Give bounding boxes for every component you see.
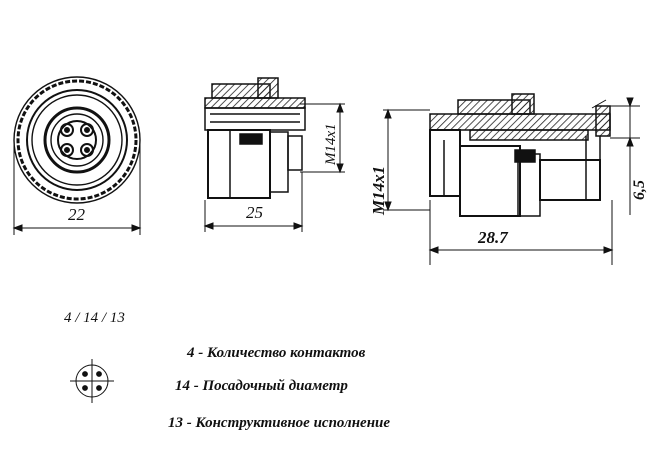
legend-text: Посадочный диаметр bbox=[202, 378, 348, 394]
contact-layout-icon bbox=[70, 359, 114, 403]
front-view bbox=[12, 76, 142, 235]
side-thread-dimension bbox=[300, 102, 345, 174]
legend-item-design: 13 - Конструктивное исполнение bbox=[168, 415, 390, 432]
section-offset-dimension bbox=[591, 97, 640, 215]
side-thread-label: M14x1 bbox=[323, 123, 339, 166]
front-contacts bbox=[60, 123, 94, 157]
section-view bbox=[383, 93, 640, 265]
legend-number: 13 - bbox=[168, 415, 192, 431]
legend-item-contacts: 4 - Количество контактов bbox=[187, 345, 365, 362]
front-dimension bbox=[12, 140, 142, 235]
side-view bbox=[203, 77, 345, 232]
section-offset-label: 6,5 bbox=[631, 180, 648, 200]
legend-text: Конструктивное исполнение bbox=[195, 415, 391, 431]
legend-text: - Количество контактов bbox=[198, 345, 366, 361]
section-thread-label: M14x1 bbox=[369, 166, 388, 216]
front-diameter-label: 22 bbox=[68, 205, 86, 224]
legend-number: 14 - bbox=[175, 378, 199, 394]
section-thread-dimension bbox=[383, 108, 430, 212]
designation-code: 4 / 14 / 13 bbox=[64, 310, 125, 326]
side-length-dimension bbox=[203, 172, 304, 232]
side-length-label: 25 bbox=[246, 203, 263, 222]
section-length-label: 28.7 bbox=[477, 228, 509, 247]
legend-number: 4 bbox=[187, 345, 195, 361]
legend-item-diameter: 14 - Посадочный диаметр bbox=[175, 378, 348, 395]
section-length-dimension bbox=[428, 200, 614, 265]
